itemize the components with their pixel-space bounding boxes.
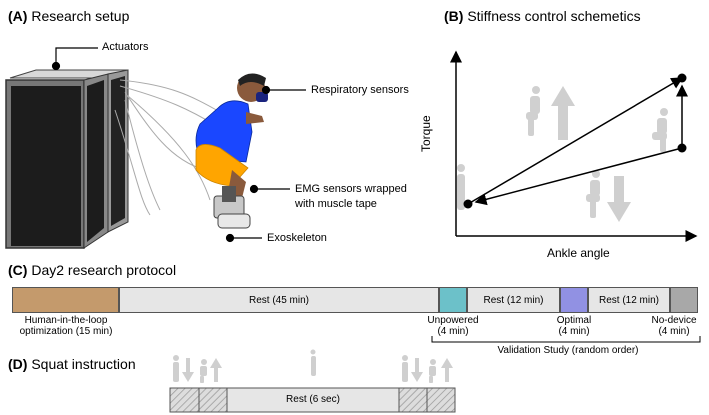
panel-b-title: (B) Stiffness control schemetics <box>444 8 641 24</box>
callout-emg-line2: with muscle tape <box>295 198 377 210</box>
panel-d-title: (D) Squat instruction <box>8 356 136 372</box>
down-arrow-icon <box>607 176 631 222</box>
callout-emg-line1: EMG sensors wrapped <box>295 183 407 195</box>
segment-unpowered <box>439 287 467 313</box>
label-validation: Validation Study (random order) <box>497 345 639 356</box>
callout-lines <box>51 47 306 243</box>
segment-rest-45: Rest (45 min) <box>119 287 439 313</box>
x-axis-label: Ankle angle <box>547 246 610 260</box>
callout-exoskeleton: Exoskeleton <box>267 232 327 244</box>
segment-hilo <box>12 287 119 313</box>
label-unpowered: Unpowered(4 min) <box>427 315 479 337</box>
panel-a-title: (A) Research setup <box>8 8 130 24</box>
up-arrow-icon <box>551 86 575 140</box>
label-optimal: Optimal(4 min) <box>556 315 592 337</box>
callout-respiratory-sensors: Respiratory sensors <box>311 84 409 96</box>
callout-actuators: Actuators <box>102 41 149 53</box>
segment-no-device <box>670 287 698 313</box>
stiffness-loop <box>467 77 688 206</box>
panel-c-title: (C) Day2 research protocol <box>8 262 177 278</box>
loop-vertices <box>463 73 687 209</box>
segment-optimal <box>560 287 588 313</box>
label-no-device: No-device(4 min) <box>651 315 697 337</box>
instruction-icons <box>173 349 453 383</box>
actuator-cabinets <box>5 69 129 249</box>
label-rest-6sec: Rest (6 sec) <box>286 394 340 405</box>
segment-rest-12b: Rest (12 min) <box>588 287 670 313</box>
segment-rest-12a: Rest (12 min) <box>467 287 560 313</box>
subject-figure <box>195 73 268 229</box>
instruction-bar <box>169 387 456 413</box>
squat-pose-figures <box>457 86 668 218</box>
